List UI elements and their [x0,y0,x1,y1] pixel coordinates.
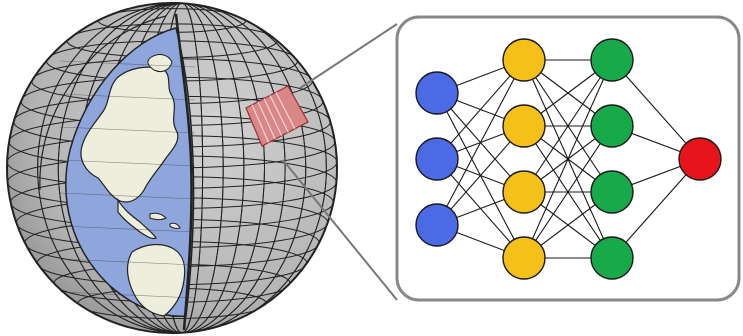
highlighted-grid-cell-icon [245,85,309,147]
cell-stripe [263,98,283,136]
earth-latitude-line [59,126,196,134]
network-edge [611,158,701,259]
hidden-2-node [590,170,634,214]
hidden-1-node [502,170,546,214]
network-edge [611,59,701,160]
network-edge [436,59,525,160]
earth-latitude-line [59,291,196,299]
network-edge [523,59,613,259]
globe-shell-inner-rim [39,15,167,191]
globe-cutaway-earth [59,27,196,318]
globe-shell-edge [174,13,193,331]
cell-stripe [275,91,296,130]
earth-latitude-line [59,93,196,101]
longitude-line [37,3,327,333]
input-node [415,203,459,247]
cell-stripe [251,104,270,143]
input-node [415,71,459,115]
earth-latitude-line [59,60,196,68]
earth-latitude-line [59,192,196,200]
greenland-land [147,54,173,73]
hidden-2-node [590,38,634,82]
hidden-1-node [502,38,546,82]
cell-stripe [269,95,289,133]
cell-stripe [257,101,276,140]
network-edge [436,59,525,226]
globe [6,2,338,334]
earth-grid-lines [59,60,196,299]
network-edge [436,125,525,226]
zoom-connector-lines [282,23,398,301]
connector-bottom [282,159,398,301]
earth-latitude-line [59,225,196,233]
longitude-line [57,3,307,333]
north-america-land [80,66,179,203]
earth-latitude-line [59,159,196,167]
hidden-1-node [502,104,546,148]
input-node [415,137,459,181]
earth-latitude-line [59,258,196,266]
neural-network-panel [395,15,741,302]
connector-top [299,23,398,89]
caribbean-islands [149,212,181,229]
network-edge [523,125,613,259]
output-node [678,137,722,181]
hidden-1-node [502,236,546,280]
central-america-land [117,197,157,240]
hidden-2-node [590,236,634,280]
hidden-2-node [590,104,634,148]
network-edge [523,59,613,193]
network-nodes [415,38,722,280]
